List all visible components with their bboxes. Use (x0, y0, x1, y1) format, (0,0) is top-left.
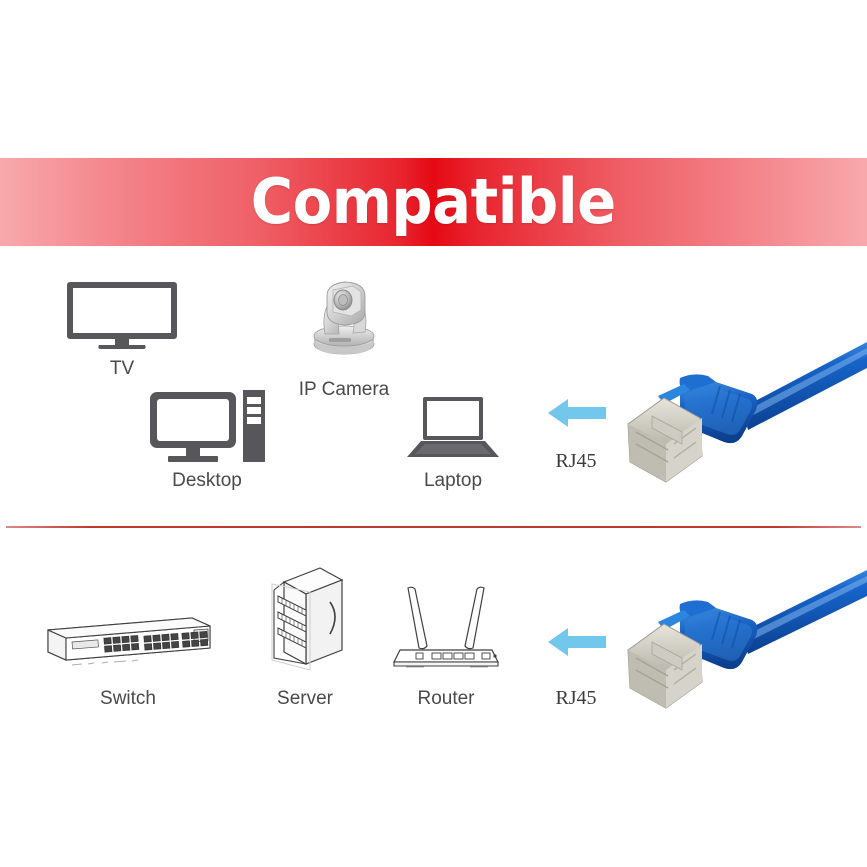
device-tv (63, 279, 181, 351)
banner-title: Compatible (250, 165, 617, 238)
connector-label-rj45-bottom: RJ45 (555, 687, 597, 709)
laptop-icon (407, 397, 499, 457)
arrow-left-icon-bottom (548, 622, 608, 662)
network-switch-icon (47, 617, 211, 666)
device-laptop (407, 395, 499, 461)
device-switch (42, 608, 214, 670)
desktop-computer-icon (150, 390, 265, 462)
device-label-server: Server (277, 688, 333, 709)
wireless-router-icon (393, 586, 499, 668)
device-ip-camera (303, 276, 385, 358)
connector-label-rj45-top: RJ45 (555, 450, 597, 472)
device-label-laptop: Laptop (423, 470, 483, 491)
device-label-tv: TV (109, 358, 135, 379)
compatible-banner: Compatible (0, 158, 867, 246)
device-label-switch: Switch (100, 688, 156, 709)
ip-camera-icon (313, 281, 375, 355)
server-rack-icon (271, 567, 344, 671)
section-divider (6, 526, 861, 528)
television-icon (67, 282, 177, 349)
device-label-ip-camera: IP Camera (298, 379, 390, 400)
rj45-cable-icon-bottom (624, 566, 867, 726)
device-label-router: Router (417, 688, 475, 709)
device-router (390, 580, 502, 676)
rj45-cable-icon-top (624, 332, 867, 483)
arrow-left-icon-top (548, 393, 608, 433)
device-label-desktop: Desktop (172, 470, 242, 491)
device-server (266, 566, 344, 676)
device-desktop (148, 390, 266, 462)
